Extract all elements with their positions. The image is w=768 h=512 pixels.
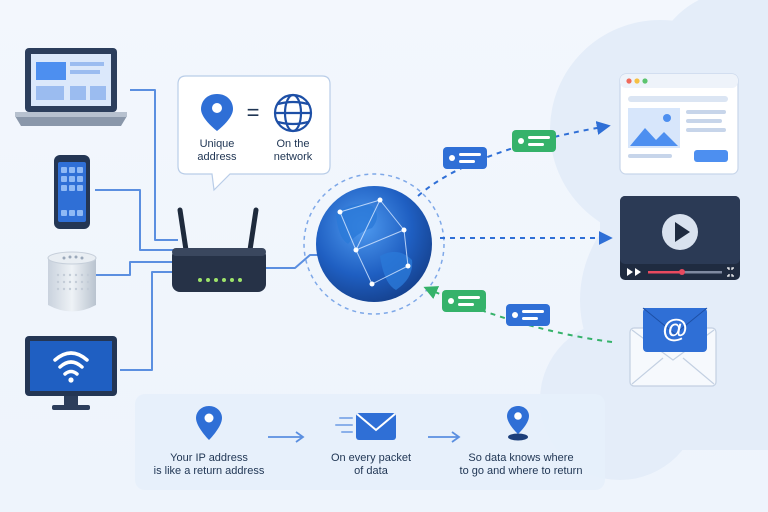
step-one-line-1: Your IP address (170, 452, 248, 464)
email-envelope-icon (629, 307, 717, 387)
bottom-location-pin-icon (196, 406, 222, 440)
smart-speaker-icon (47, 251, 97, 312)
data-packet-green-lower (442, 290, 486, 312)
data-packet-blue-upper (443, 147, 487, 169)
bottom-panel (135, 394, 605, 490)
bottom-email-icon (335, 413, 396, 440)
step-three-label: So data knows where to go and where to r… (450, 452, 592, 478)
callout-equals-sign: = (246, 100, 260, 125)
step-two-line-2: of data (354, 465, 388, 477)
smartphone-icon (54, 155, 90, 229)
callout-right-label-line-2: network (273, 151, 313, 163)
step-arrow-one (268, 431, 305, 443)
step-one-line-2: is like a return address (153, 465, 265, 477)
step-one-label: Your IP address is like a return address (144, 452, 274, 478)
callout-left-label-line-1: Unique (199, 138, 235, 150)
monitor-wifi-icon (25, 336, 117, 410)
laptop-icon (15, 48, 127, 126)
step-three-line-2: to go and where to return (459, 465, 583, 477)
step-two-label: On every packet of data (316, 452, 426, 478)
callout-right-label: On the network (262, 138, 324, 164)
callout-globe-icon (273, 93, 313, 133)
data-packet-blue-lower (506, 304, 550, 326)
router-icon (172, 207, 266, 292)
world-globe-icon (303, 173, 445, 315)
device-connection-lines (95, 89, 320, 371)
step-three-line-1: So data knows where (468, 452, 574, 464)
callout-left-label-line-2: address (197, 151, 237, 163)
bottom-map-pin-icon (507, 406, 529, 441)
video-player-icon (620, 196, 740, 280)
data-packet-green-upper (512, 130, 556, 152)
callout-right-label-line-1: On the (276, 138, 310, 150)
callout-left-label: Unique address (187, 138, 247, 164)
step-arrow-two (428, 431, 461, 443)
callout-bubble (177, 75, 331, 192)
email-at-symbol: @ (662, 313, 688, 343)
step-two-line-1: On every packet (330, 452, 412, 464)
callout-location-pin-icon (201, 94, 233, 131)
webpage-window-icon (619, 73, 739, 175)
